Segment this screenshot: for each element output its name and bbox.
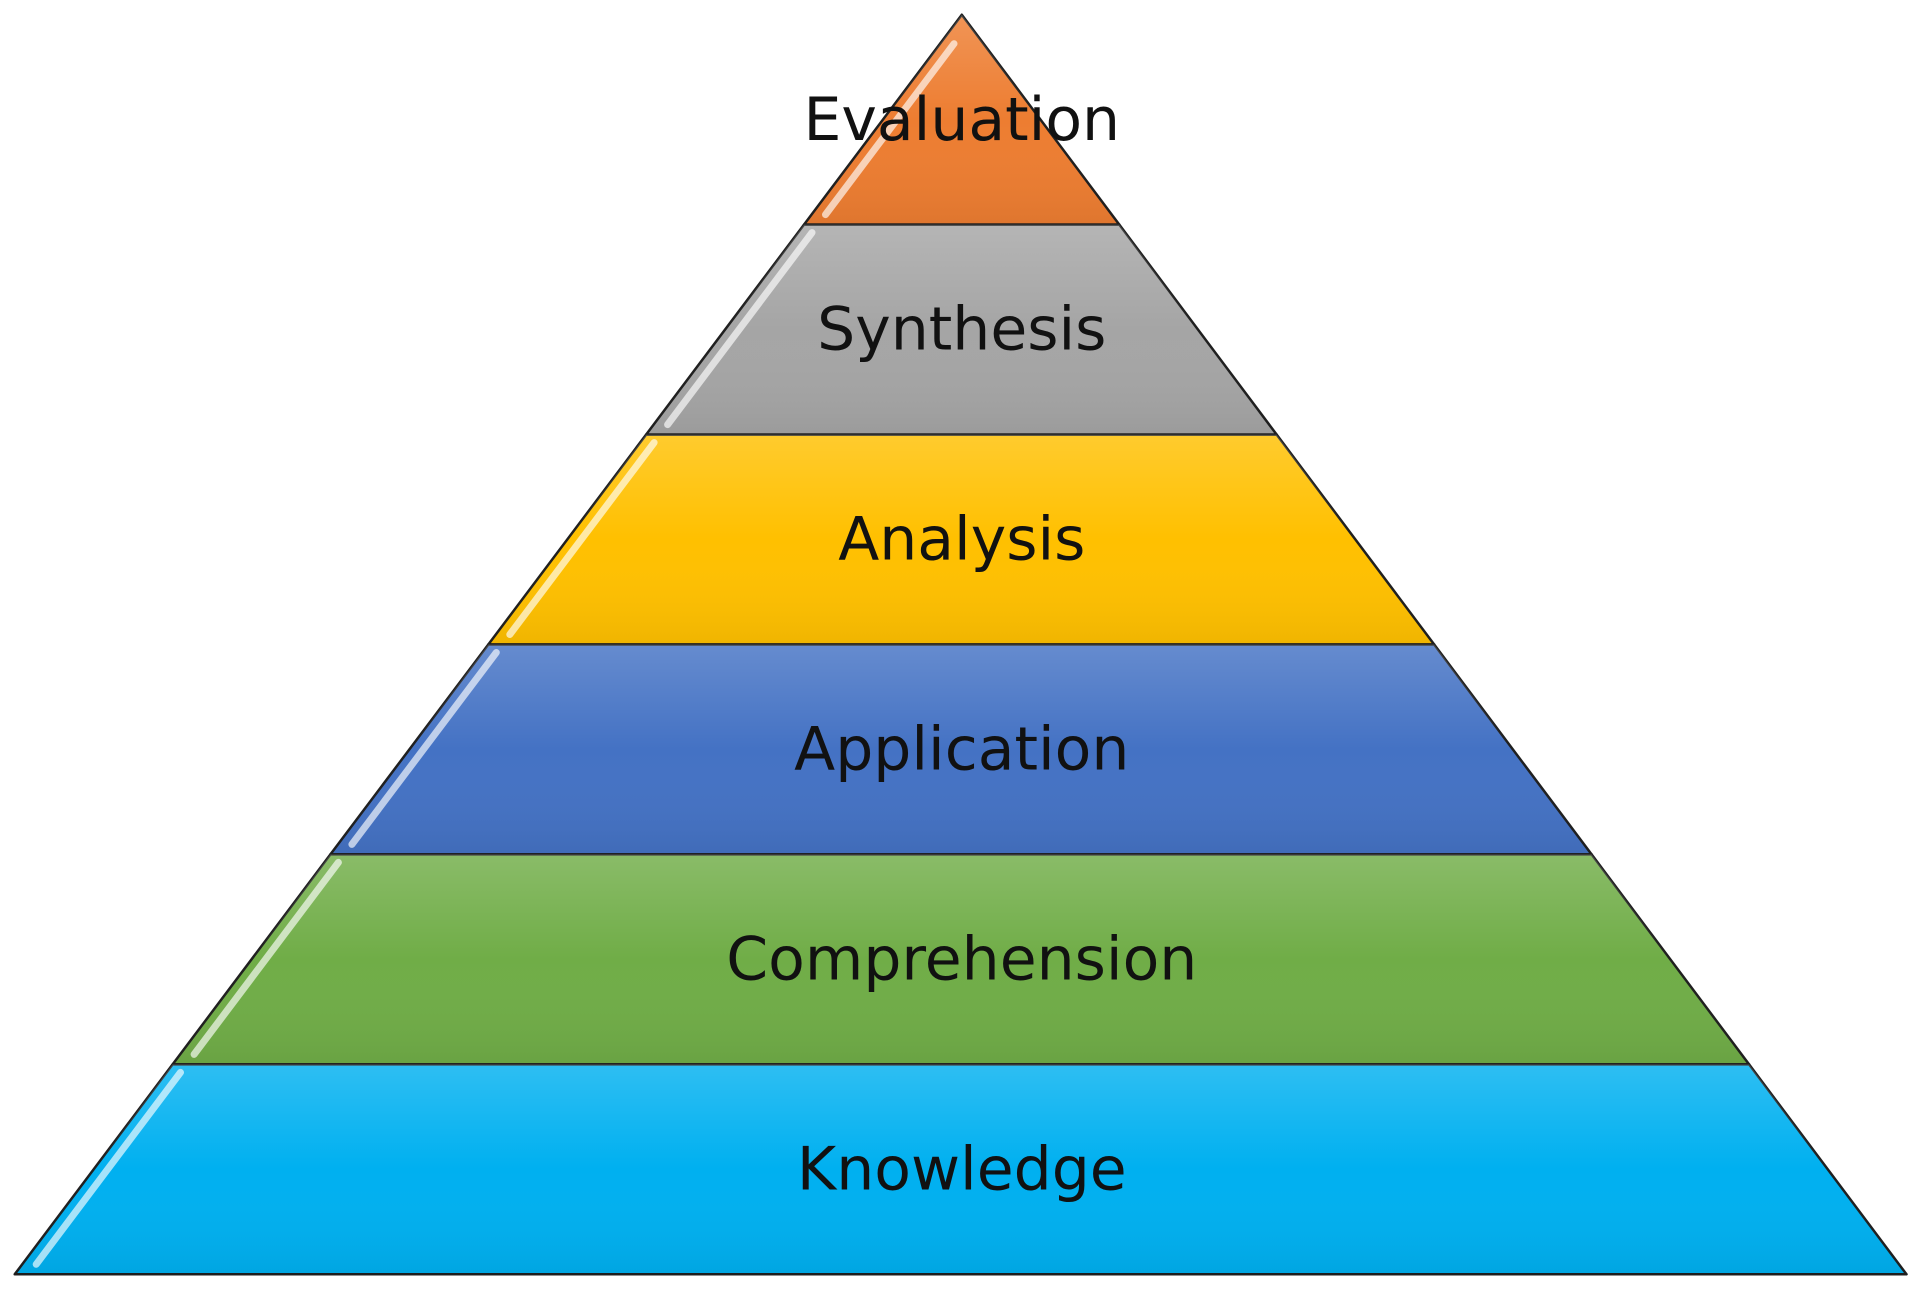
pyramid-level-comprehension — [171, 853, 1751, 1066]
pyramid-level-gloss-analysis — [488, 434, 1435, 645]
pyramid-level-gloss-knowledge — [14, 1064, 1907, 1275]
pyramid-level-highlight-synthesis — [664, 229, 816, 429]
pyramid-labels: EvaluationSynthesisAnalysisApplicationCo… — [726, 85, 1197, 1204]
pyramid-level-gloss-application — [330, 644, 1592, 855]
pyramid-level-highlight-comprehension — [190, 858, 342, 1058]
pyramid-label-synthesis: Synthesis — [817, 295, 1106, 365]
pyramid-level-knowledge — [13, 1063, 1908, 1276]
pyramid-label-evaluation: Evaluation — [804, 85, 1121, 155]
pyramid-label-analysis: Analysis — [838, 505, 1085, 575]
pyramid-levels — [13, 13, 1908, 1276]
pyramid-level-synthesis — [644, 223, 1278, 436]
pyramid-level-gloss-comprehension — [172, 854, 1750, 1065]
pyramid-level-highlight-application — [348, 649, 500, 848]
pyramid-level-evaluation — [802, 13, 1121, 226]
pyramid-level-highlight-knowledge — [32, 1068, 184, 1268]
pyramid-level-highlight-evaluation — [822, 40, 958, 219]
pyramid-label-application: Application — [794, 715, 1129, 785]
pyramid-level-gloss-synthesis — [646, 224, 1277, 435]
pyramid-label-comprehension: Comprehension — [726, 924, 1197, 994]
pyramid-level-analysis — [487, 433, 1436, 646]
pyramid-level-application — [329, 643, 1593, 856]
pyramid-label-knowledge: Knowledge — [797, 1134, 1127, 1204]
pyramid-level-highlight-analysis — [506, 439, 658, 638]
pyramid-level-gloss-evaluation — [804, 14, 1120, 225]
